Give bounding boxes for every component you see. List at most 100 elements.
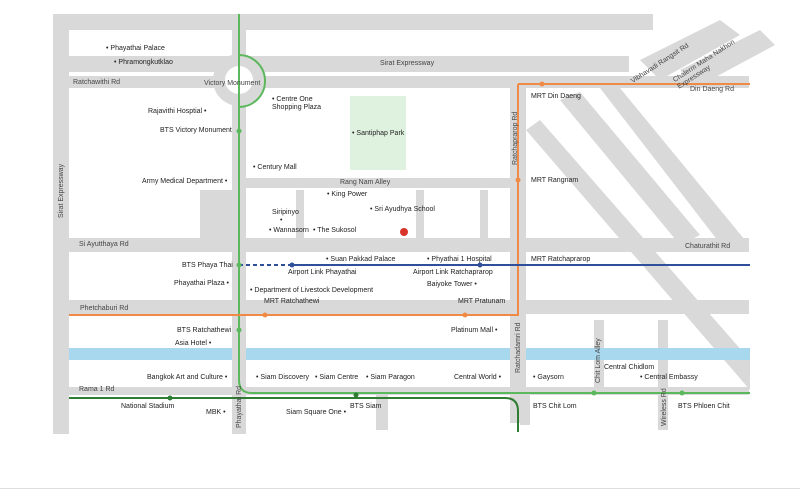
station-dot-din-daeng	[539, 81, 545, 87]
soi-a	[296, 190, 304, 240]
road-label-din-daeng: Din Daeng Rd	[690, 86, 734, 93]
place-suan-pakkad: • Suan Pakkad Palace	[326, 256, 396, 263]
bts-sukhumvit-line	[238, 14, 750, 394]
sirat-expressway-top-road	[53, 14, 653, 30]
place-wannasorn: • Wannasorn	[269, 227, 309, 234]
road-label-si-ayutthaya: Si Ayutthaya Rd	[79, 241, 129, 248]
station-dot-ratchathewi	[236, 327, 242, 333]
road-label-sirat-top: Sirat Expressway	[380, 60, 435, 67]
place-siam-centre: • Siam Centre	[315, 374, 359, 381]
place-phayathai-plaza: Phayathai Plaza •	[174, 280, 229, 287]
ratchawithi-road	[69, 76, 749, 88]
road-label-sirat-left: Sirat Expressway	[58, 163, 65, 218]
station-al-phayathai: Airport Link Phayathai	[288, 269, 357, 276]
place-central-chidlom: Central Chidlom	[604, 364, 655, 371]
place-mbk: MBK •	[206, 409, 226, 416]
place-central-embassy: • Central Embassy	[640, 374, 698, 381]
sirat-expressway-lower-road	[69, 56, 629, 72]
road-label-victory-monument: Victory Monument	[204, 80, 261, 87]
place-century: • Century Mall	[253, 164, 297, 171]
station-bts-ratchathewi: BTS Ratchathewi	[177, 327, 232, 334]
place-baiyoke: Baiyoke Tower •	[427, 281, 477, 288]
road-label-ratchadamri: Ratchadamri Rd	[515, 322, 522, 373]
station-dot-siam	[353, 392, 359, 398]
station-mrt-pratunam: MRT Pratunam	[458, 298, 506, 305]
station-dot-mrt-ratchathewi	[262, 312, 268, 318]
place-livestock: • Department of Livestock Development	[250, 287, 374, 294]
station-bts-phaya-thai: BTS Phaya Thai	[182, 262, 233, 269]
place-asia-hotel: Asia Hotel •	[175, 340, 212, 347]
station-dot-national-stadium	[167, 395, 173, 401]
place-phramongkutklao: • Phramongkutklao	[114, 59, 173, 66]
station-mrt-din-daeng: MRT Din Daeng	[531, 93, 581, 100]
place-santiphap: • Santiphap Park	[352, 130, 405, 137]
place-platinum: Platinum Mall •	[451, 327, 498, 334]
chalerm-road-diagonal	[680, 30, 775, 88]
station-dot-victory	[236, 128, 242, 134]
station-dot-rangnam	[515, 177, 521, 183]
wireless-road	[658, 320, 668, 430]
station-dot-phloen-chit	[679, 390, 685, 396]
mrt-line	[69, 83, 750, 316]
phetchaburi-road	[69, 300, 749, 314]
place-central-world: Central World •	[454, 374, 502, 381]
bts-silom-line	[69, 397, 519, 432]
road-label-rang-nam: Rang Nam Alley	[340, 179, 391, 186]
station-dot-al-phayathai	[289, 262, 295, 268]
station-bts-siam: BTS Siam	[350, 403, 382, 410]
canal-right	[526, 348, 750, 360]
place-sukosol: • The Sukosol	[313, 227, 357, 234]
place-sri-ayudhya: • Sri Ayudhya School	[370, 206, 435, 213]
road-label-rama1: Rama 1 Rd	[79, 386, 115, 393]
expressway-diagonal-2	[560, 92, 700, 245]
soi-c	[480, 190, 488, 240]
place-siam-square-one: Siam Square One •	[286, 409, 347, 416]
ratchadamri-lower-road	[520, 395, 530, 425]
road-label-chaturathit: Chaturathit Rd	[685, 243, 731, 250]
bts-roundabout-curve	[238, 54, 266, 108]
station-mrt-ratchathewi: MRT Ratchathewi	[264, 298, 320, 305]
road-label-phetchaburi: Phetchaburi Rd	[80, 305, 129, 312]
station-mrt-rangnam: MRT Rangnam	[531, 177, 579, 184]
place-centre-one: • Centre One Shopping Plaza	[272, 96, 322, 111]
station-al-ratchaprarop: Airport Link Ratchaprarop	[413, 269, 493, 276]
station-mrt-ratchaprarop: MRT Ratchaprarop	[531, 256, 591, 263]
place-national-stadium: National Stadium	[121, 403, 175, 410]
road-label-chit-lom-alley: Chit Lom Alley	[595, 338, 602, 383]
rang-nam-road	[246, 178, 516, 188]
siam-side-road	[376, 395, 388, 430]
place-gaysorn: • Gaysorn	[533, 374, 564, 381]
canal-left	[69, 348, 232, 360]
place-army: Army Medical Department •	[142, 178, 228, 185]
place-bacc: Bangkok Art and Culture •	[147, 374, 228, 381]
road-label-ratchawithi: Ratchawithi Rd	[73, 79, 121, 86]
soi-b	[416, 190, 424, 240]
canal-mid	[246, 348, 510, 360]
road-label-ratchaprarop: Ratchaprarop Rd	[512, 111, 519, 165]
place-phayathai-palace: • Phayathai Palace	[106, 45, 165, 52]
hotel-location-dot	[400, 228, 408, 236]
station-bts-chit-lom: BTS Chit Lom	[533, 403, 577, 410]
phayathai-widen	[200, 190, 232, 238]
station-bts-victory: BTS Victory Monument	[160, 127, 232, 134]
santiphap-park-area	[350, 96, 406, 170]
road-label-phayathai: Phayathai Rd	[236, 385, 243, 428]
place-siam-discovery: • Siam Discovery	[256, 374, 310, 381]
station-dots	[167, 81, 685, 401]
station-dot-chit-lom	[591, 390, 597, 396]
expressway-diagonal-3	[526, 120, 750, 390]
place-phyathai1: • Phyathai 1 Hospital	[427, 256, 492, 263]
station-bts-phloen-chit: BTS Phloen Chit	[678, 403, 730, 410]
rama1-road	[69, 387, 749, 395]
road-label-wireless: Wireless Rd	[661, 388, 668, 426]
place-rajavithi: Rajavithi Hosptial •	[148, 108, 207, 115]
siripinyo-dot: •	[280, 217, 283, 224]
bottom-divider	[0, 488, 800, 489]
station-dot-al-ratchaprarop	[477, 262, 483, 268]
place-siripinyo: Siripinyo	[272, 209, 299, 216]
place-siam-paragon: • Siam Paragon	[366, 374, 415, 381]
station-dot-pratunam	[462, 312, 468, 318]
station-dot-phaya-thai	[236, 262, 242, 268]
